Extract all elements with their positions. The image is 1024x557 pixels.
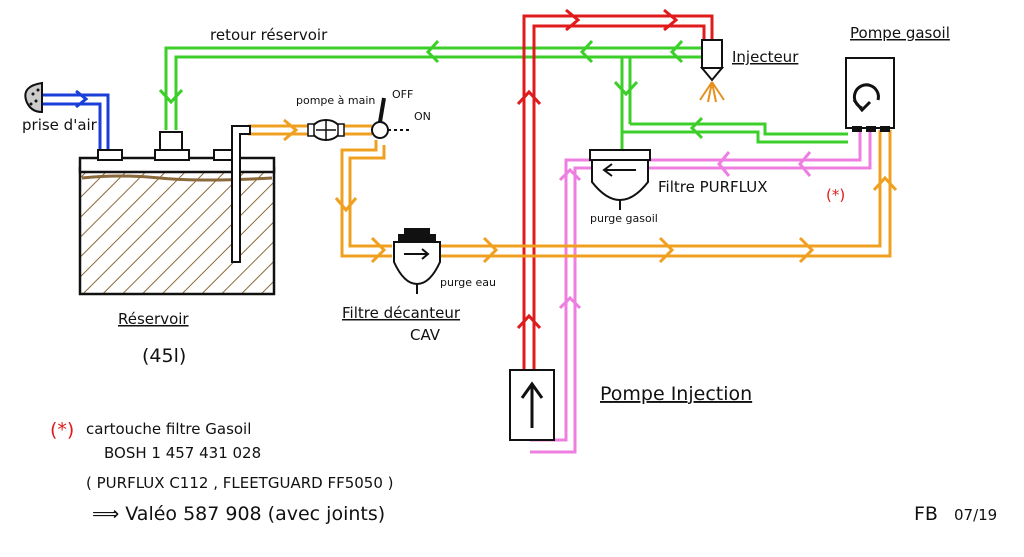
pump-return-arrows bbox=[558, 151, 812, 310]
reservoir-label: Réservoir bbox=[118, 310, 189, 328]
purge-gasoil-label: purge gasoil bbox=[590, 212, 658, 225]
purflux-star-mark: (*) bbox=[826, 186, 845, 204]
signature-date: 07/19 bbox=[954, 506, 997, 524]
purge-water-label: purge eau bbox=[440, 276, 496, 289]
air-intake-label: prise d'air bbox=[22, 116, 98, 134]
valve-on-label: ON bbox=[414, 110, 431, 123]
injector-label: Injecteur bbox=[732, 48, 799, 66]
injection-pump bbox=[509, 369, 555, 441]
signature-initials: FB bbox=[914, 503, 938, 525]
purflux-filter-label: Filtre PURFLUX bbox=[658, 178, 768, 196]
fuel-pump bbox=[845, 57, 895, 132]
capacity-label: (45l) bbox=[142, 345, 186, 367]
injection-arrows bbox=[516, 8, 679, 330]
purflux-filter bbox=[589, 149, 651, 210]
decanter-filter-label: Filtre décanteur bbox=[342, 304, 461, 322]
injection-pump-label: Pompe Injection bbox=[600, 383, 752, 405]
cav-label: CAV bbox=[410, 326, 441, 344]
note-line-1: cartouche filtre Gasoil bbox=[86, 420, 251, 438]
feed-arrows bbox=[283, 118, 898, 264]
shutoff-valve bbox=[371, 97, 410, 139]
air-line bbox=[42, 89, 110, 150]
injection-line bbox=[522, 14, 714, 370]
note-line-3: ( PURFLUX C112 , FLEETGUARD FF5050 ) bbox=[86, 474, 394, 492]
return-tank-label: retour réservoir bbox=[210, 26, 328, 44]
fuel-pump-label: Pompe gasoil bbox=[850, 24, 950, 42]
injector bbox=[699, 39, 725, 103]
decanter-filter bbox=[393, 228, 441, 294]
hand-pump bbox=[307, 119, 345, 141]
reservoir-tank bbox=[78, 125, 276, 296]
valve-off-label: OFF bbox=[392, 88, 413, 101]
air-filter-icon bbox=[24, 81, 43, 114]
note-line-4: ⟹ Valéo 587 908 (avec joints) bbox=[92, 503, 385, 525]
return-arrows bbox=[158, 39, 704, 140]
feed-line bbox=[248, 124, 892, 258]
note-star: (*) bbox=[50, 419, 74, 441]
note-line-2: BOSH 1 457 431 028 bbox=[104, 444, 261, 462]
hand-pump-label: pompe à main bbox=[296, 94, 375, 107]
